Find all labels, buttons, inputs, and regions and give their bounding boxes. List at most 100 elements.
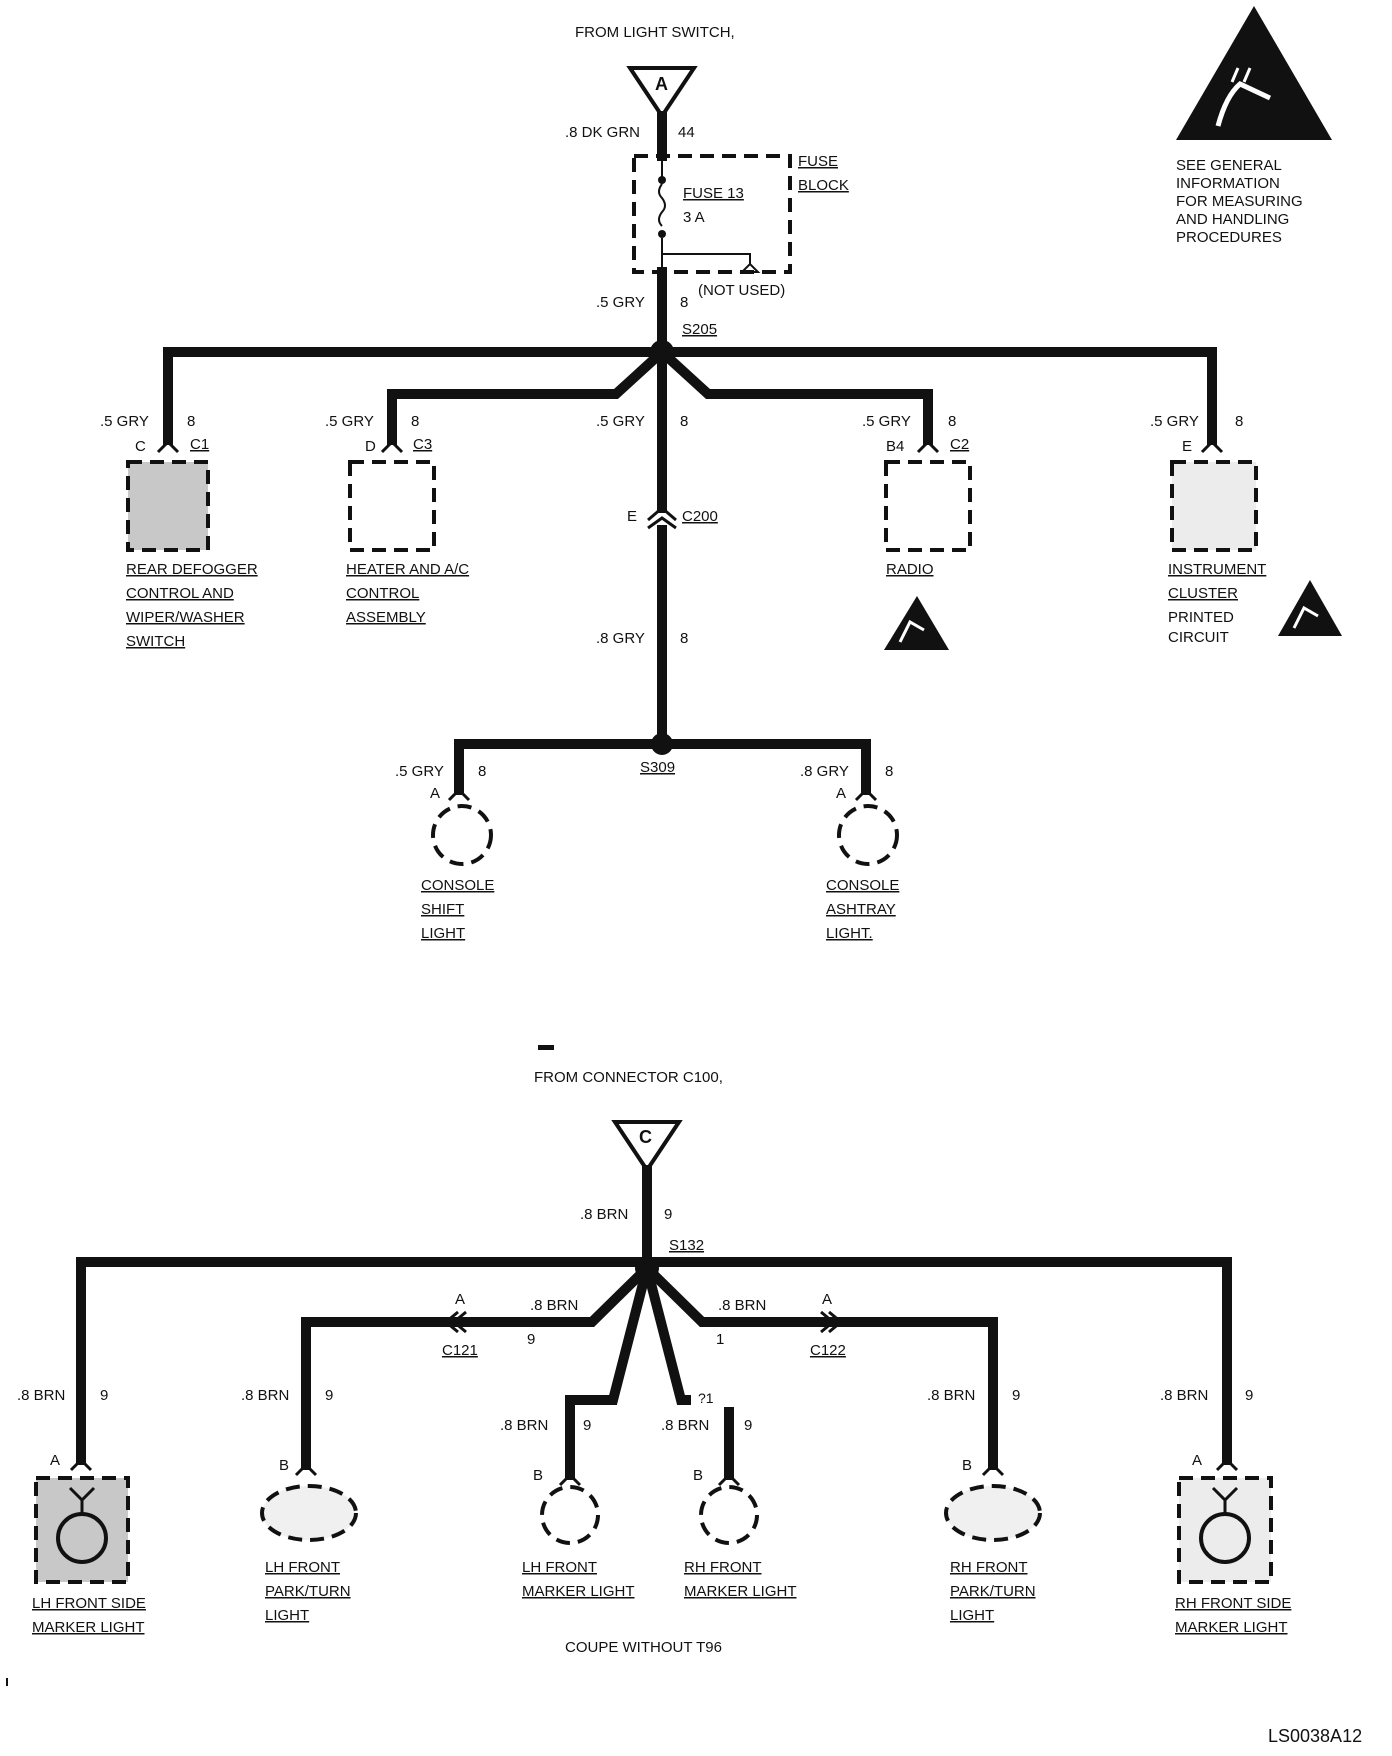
c200-label: C200 [682,508,718,525]
svg-text:PARK/TURN: PARK/TURN [950,1583,1036,1600]
blamp5-circuit: 9 [1012,1387,1020,1404]
bottom-feed-wire-circuit: 9 [664,1206,672,1223]
svg-text:CONTROL AND: CONTROL AND [126,585,234,602]
top-source-terminal: A [626,66,698,120]
branch-wire-rear-defogger [163,347,667,445]
heater-box [348,460,436,552]
instrument-cluster-box [1170,460,1258,552]
rh-front-side-marker-label: RH FRONT SIDE MARKER LIGHT [1175,1595,1291,1636]
svg-text:RH FRONT: RH FRONT [950,1559,1028,1576]
fuse-block: FUSE 13 3 A [632,154,792,274]
blamp6-pin: A [1192,1452,1202,1469]
lh-front-marker-label: LH FRONT MARKER LIGHT [522,1559,635,1600]
svg-text:CONTROL: CONTROL [346,585,419,602]
fuse-rating: 3 A [683,209,705,226]
branch2-connector: C3 [413,436,432,453]
s309-wire-left [454,739,667,795]
radio-box [884,460,972,552]
c121-pin: A [455,1291,465,1308]
c122-circuit: 1 [716,1331,724,1348]
blamp6-wire: .8 BRN [1160,1387,1208,1404]
lh-front-marker-light [540,1485,600,1545]
blamp5-wire: .8 BRN [927,1387,975,1404]
rh-front-marker-light [699,1485,759,1545]
branch4-wire: .5 GRY [1150,413,1199,430]
console-shift-light-bulb [431,804,493,866]
branch2-circuit: 8 [411,413,419,430]
svg-text:SWITCH: SWITCH [126,633,185,650]
branch3-connector: C2 [950,436,969,453]
bwire-lh-park [301,1260,655,1470]
svg-text:REAR DEFOGGER: REAR DEFOGGER [126,561,258,578]
blamp4-circuit: 9 [744,1417,752,1434]
svg-text:MARKER LIGHT: MARKER LIGHT [522,1583,635,1600]
top-feed-wire-circuit: 44 [678,124,695,141]
center-wire2: .8 GRY [596,630,645,647]
radio-label: RADIO [886,561,934,578]
fuse-not-used: (NOT USED) [698,282,785,299]
connector-c121 [443,1310,467,1334]
bwire-rh-side-marker [642,1257,1232,1465]
lh-front-park-turn-label: LH FRONT PARK/TURN LIGHT [265,1559,351,1624]
console-ashtray-light-label: CONSOLE ASHTRAY LIGHT. [826,877,899,942]
svg-text:HEATER AND A/C: HEATER AND A/C [346,561,469,578]
top-source-terminal-letter: A [655,74,668,94]
branch2-wire: .5 GRY [325,413,374,430]
rh-front-park-turn-light [944,1484,1042,1542]
svg-text:LH FRONT SIDE: LH FRONT SIDE [32,1595,146,1612]
blamp4-pin: B [693,1467,703,1484]
esd-note: SEE GENERAL INFORMATION FOR MEASURING AN… [1176,157,1303,246]
svg-text:LIGHT.: LIGHT. [826,925,873,942]
svg-text:INSTRUMENT: INSTRUMENT [1168,561,1266,578]
svg-text:AND HANDLING: AND HANDLING [1176,211,1289,228]
esd-warning-icon-main [1176,6,1332,140]
left-edge-mark [6,1678,8,1686]
rh-front-park-turn-label: RH FRONT PARK/TURN LIGHT [950,1559,1036,1624]
bottom-source-terminal: C [611,1120,683,1174]
svg-text:LIGHT: LIGHT [950,1607,994,1624]
svg-text:LH FRONT: LH FRONT [522,1559,597,1576]
console-ashtray-light-bulb [837,804,899,866]
svg-text:WIPER/WASHER: WIPER/WASHER [126,609,245,626]
footnote: COUPE WITHOUT T96 [565,1639,722,1656]
center-wire: .5 GRY [596,413,645,430]
blamp3-circuit: 9 [583,1417,591,1434]
lamp1-wire: .5 GRY [395,763,444,780]
blamp2-wire: .8 BRN [241,1387,289,1404]
top-out-wire-circuit: 8 [680,294,688,311]
c122-wire: .8 BRN [718,1297,766,1314]
center-circuit2: 8 [680,630,688,647]
branch-wire-instrument [657,347,1217,445]
c200-pin: E [627,508,637,525]
connector-chevrons-bottom [69,1457,1239,1487]
svg-text:CIRCUIT: CIRCUIT [1168,629,1229,646]
blamp2-pin: B [279,1457,289,1474]
branch4-circuit: 8 [1235,413,1243,430]
rh-marker-wire-stub: ?1 [698,1390,714,1406]
rear-defogger-label: REAR DEFOGGER CONTROL AND WIPER/WASHER S… [126,561,258,650]
fuse-block-title-2: BLOCK [798,177,849,194]
blamp1-circuit: 9 [100,1387,108,1404]
svg-text:ASHTRAY: ASHTRAY [826,901,896,918]
blamp1-pin: A [50,1452,60,1469]
blamp3-pin: B [533,1467,543,1484]
splice-s205-label: S205 [682,321,717,338]
svg-text:LIGHT: LIGHT [421,925,465,942]
connector-c200 [647,506,677,530]
lh-front-side-marker-label: LH FRONT SIDE MARKER LIGHT [32,1595,146,1636]
top-feed-wire-color: .8 DK GRN [565,124,640,141]
bwire-rh-marker [640,1261,691,1405]
c122-pin: A [822,1291,832,1308]
svg-text:PROCEDURES: PROCEDURES [1176,229,1282,246]
blamp4-wire: .8 BRN [661,1417,709,1434]
lh-front-side-marker-light [34,1476,130,1584]
blamp2-circuit: 9 [325,1387,333,1404]
svg-text:SHIFT: SHIFT [421,901,464,918]
center-circuit: 8 [680,413,688,430]
svg-text:ASSEMBLY: ASSEMBLY [346,609,426,626]
blamp6-circuit: 9 [1245,1387,1253,1404]
branch-wire-heater [387,344,670,445]
branch1-wire: .5 GRY [100,413,149,430]
rear-defogger-box [126,460,210,552]
